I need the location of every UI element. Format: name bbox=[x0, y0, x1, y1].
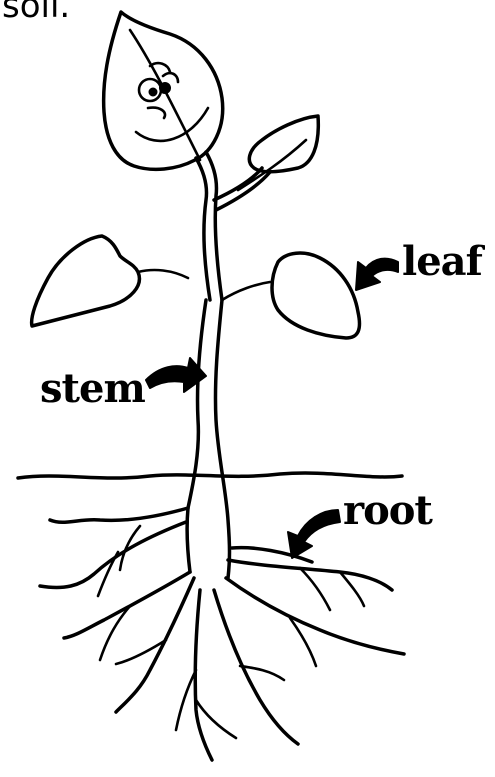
right-leaf bbox=[222, 253, 360, 338]
root-label: root bbox=[343, 487, 432, 534]
leaf-arrow bbox=[356, 259, 398, 290]
partial-soil-text: soil. bbox=[2, 0, 70, 26]
ground-line bbox=[18, 473, 402, 478]
left-leaf bbox=[32, 236, 188, 326]
leaf-label: leaf bbox=[402, 238, 482, 285]
upper-stem bbox=[196, 152, 270, 300]
stem-label: stem bbox=[40, 365, 145, 412]
top-leaf-with-face bbox=[104, 12, 223, 169]
root-arrow bbox=[288, 510, 340, 558]
main-stem bbox=[187, 300, 229, 578]
roots bbox=[40, 508, 404, 760]
